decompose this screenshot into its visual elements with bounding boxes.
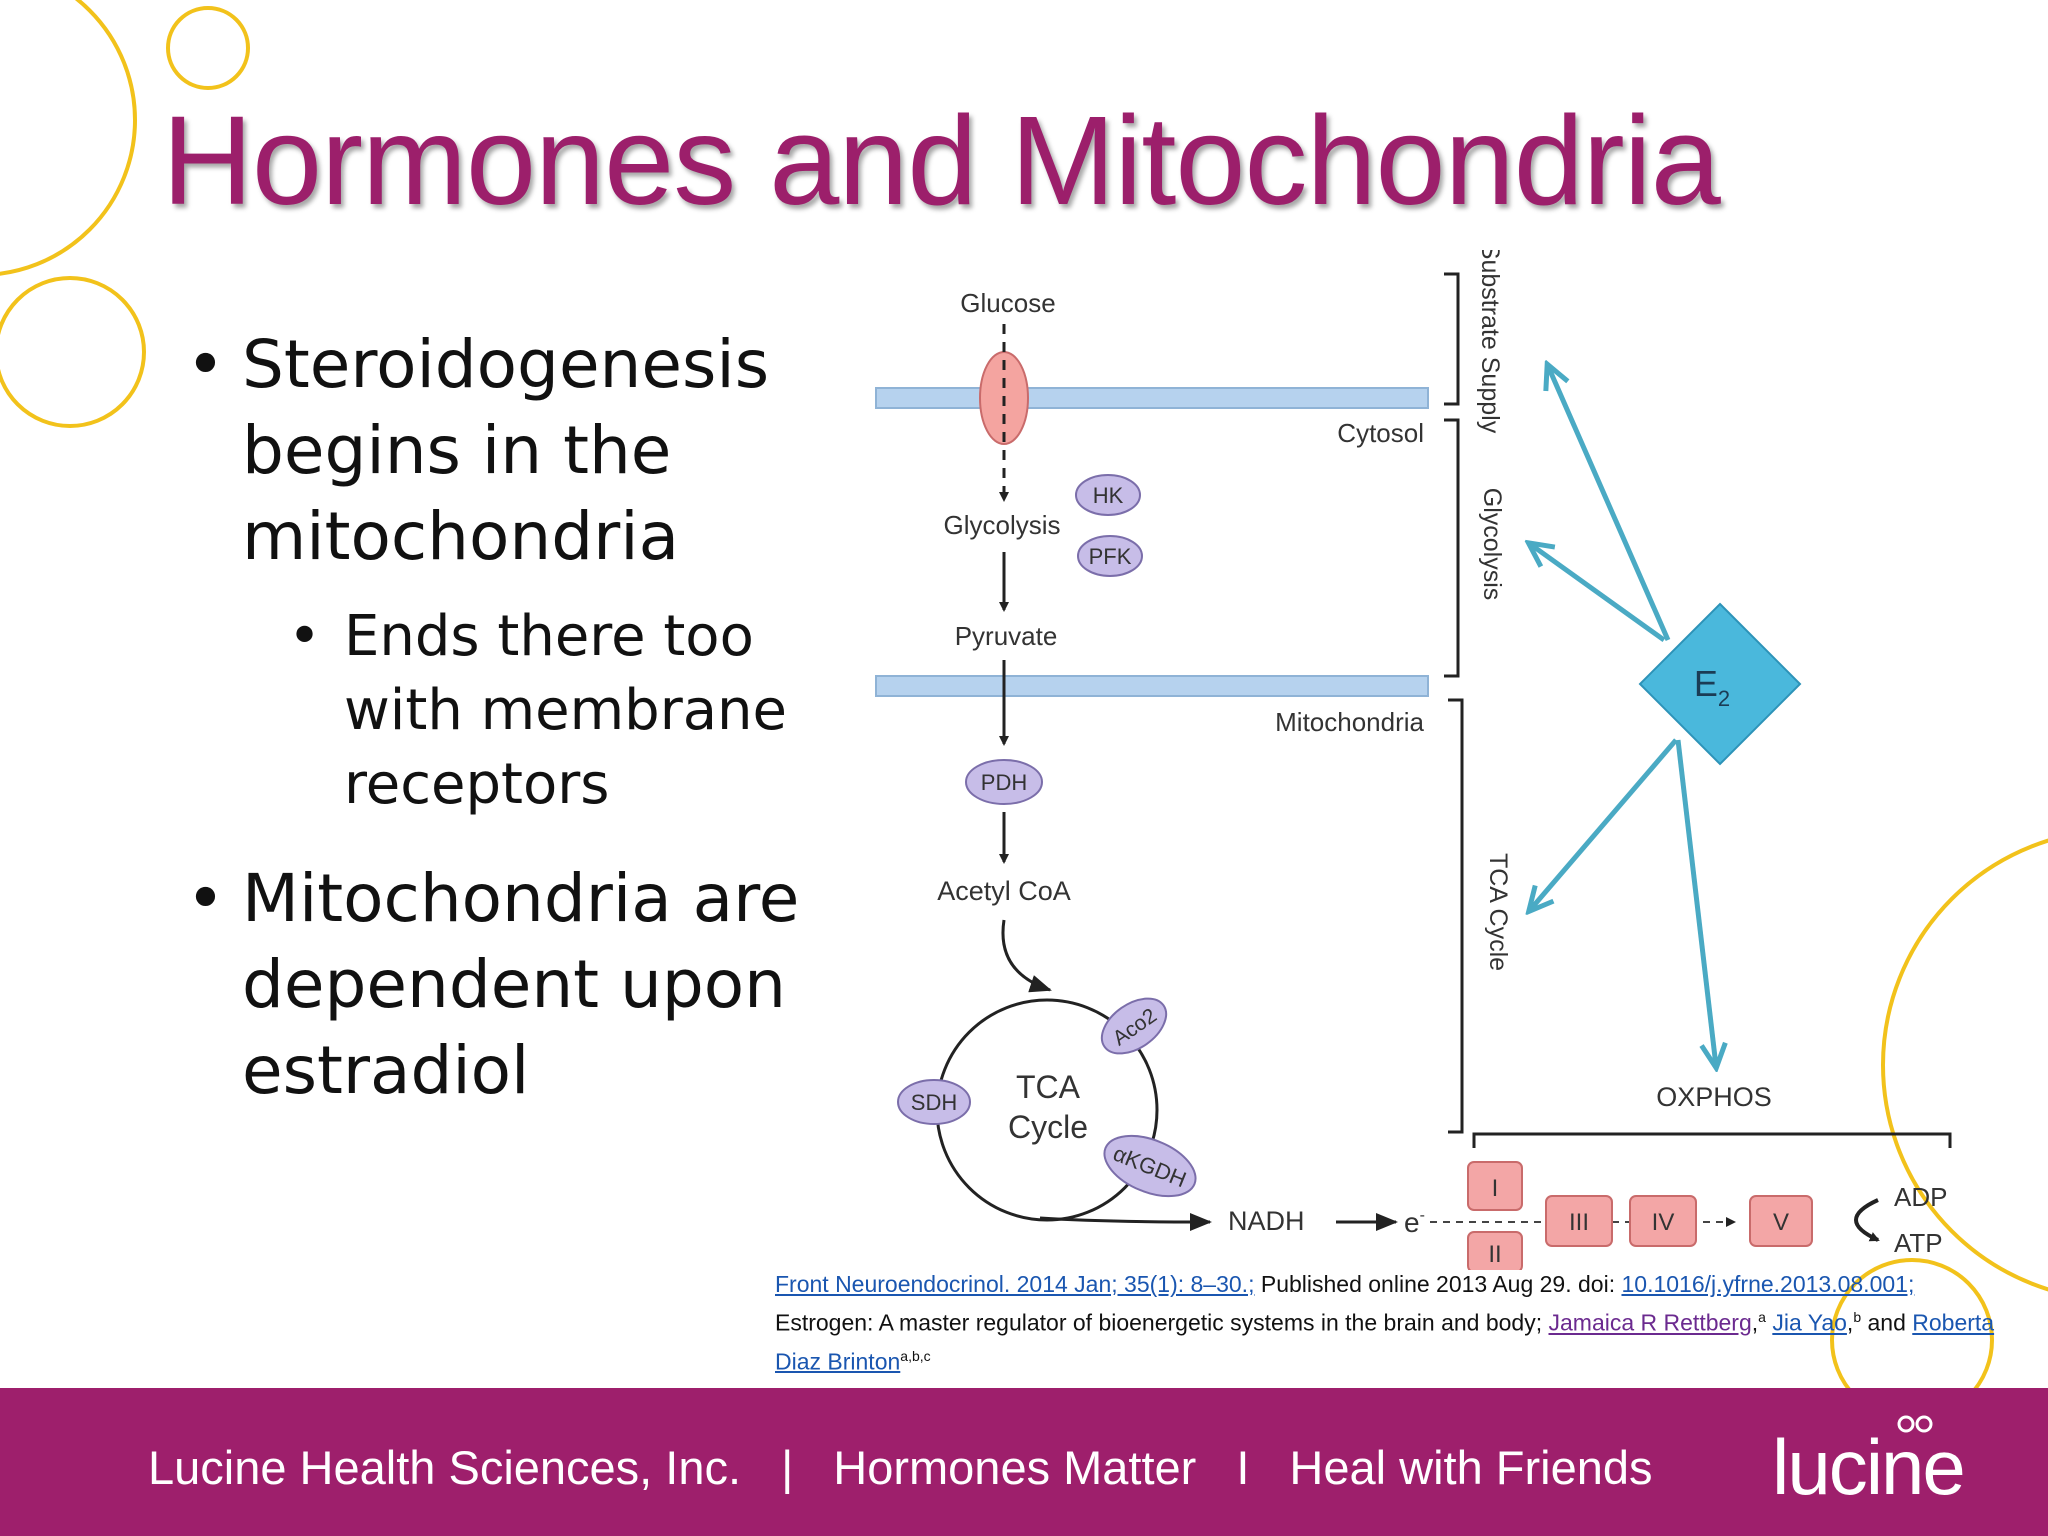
lucine-logo-text: lucine [1772, 1423, 1964, 1511]
complex-i-label: I [1492, 1175, 1499, 1202]
deco-circle-large [0, 0, 137, 276]
electron-label: e- [1404, 1207, 1425, 1238]
citation: Front Neuroendocrinol. 2014 Jan; 35(1): … [775, 1271, 1995, 1375]
bullet-list: Steroidogenesis begins in the mitochondr… [186, 322, 826, 1114]
footer-separator-2: I [1236, 1441, 1250, 1494]
e2-arrow-glycolysis [1530, 544, 1666, 643]
author-yao-sup: b [1853, 1309, 1862, 1325]
lucine-logo: lucine [1772, 1415, 1966, 1511]
author-brinton-link[interactable]: Roberta Diaz Brinton [775, 1309, 1995, 1375]
author-brinton-sup: a,b,c [900, 1347, 931, 1364]
e2-arrow-substrate [1548, 366, 1671, 642]
atp-label: ATP [1894, 1228, 1943, 1258]
bracket-oxphos [1472, 1132, 1952, 1148]
e2-arrow-tca [1530, 738, 1678, 910]
published-text: Published online 2013 Aug 29. doi: [1254, 1271, 1622, 1297]
sdh-label: SDH [911, 1090, 957, 1115]
complex-ii-label: II [1488, 1241, 1501, 1268]
deco-circle-small-top [166, 6, 250, 90]
bullet-estradiol-dependence: Mitochondria are dependent upon estradio… [186, 856, 826, 1114]
footer-company: Lucine Health Sciences, Inc. [148, 1441, 742, 1494]
complex-ii: II [1467, 1231, 1523, 1270]
glycolysis-bracket-label: Glycolysis [1478, 488, 1506, 601]
logo-dot-1 [1897, 1415, 1915, 1433]
and-text: and [1861, 1309, 1913, 1336]
tca-label-line2: Cycle [1008, 1109, 1088, 1145]
author-yao-link[interactable]: Jia Yao [1772, 1309, 1847, 1336]
doi-link[interactable]: 10.1016/j.yfrne.2013.08.001; [1621, 1271, 1915, 1297]
adp-atp-curved-arrow [1854, 1198, 1880, 1242]
bioenergetics-diagram: Glucose Cytosol Glycolysis Pyruvate Mito… [875, 250, 1952, 1270]
pfk-enzyme: PFK [1077, 535, 1143, 577]
tca-bracket-label: TCA Cycle [1484, 853, 1512, 971]
sub-bullet-membrane-receptors: Ends there too with membrane receptors [288, 600, 826, 822]
footer-text: Lucine Health Sciences, Inc. | Hormones Ma… [148, 1440, 1653, 1495]
akgdh-enzyme: αKGDH [1103, 1134, 1197, 1198]
author-rettberg-link[interactable]: Jamaica R Rettberg [1548, 1309, 1752, 1336]
pfk-label: PFK [1089, 544, 1132, 569]
sdh-enzyme: SDH [897, 1079, 971, 1125]
complex-v-label: V [1773, 1209, 1789, 1236]
e2-label: E2 [1694, 663, 1730, 711]
adp-label: ADP [1894, 1182, 1947, 1212]
acetyl-coa-label: Acetyl CoA [937, 876, 1071, 906]
substrate-supply-label: Substrate Supply [1476, 250, 1504, 434]
journal-link[interactable]: Front Neuroendocrinol. 2014 Jan; 35(1): … [775, 1271, 1255, 1297]
slide-title: Hormones and Mitochondria [162, 90, 1721, 231]
complex-iv: IV [1629, 1195, 1697, 1247]
bracket-glycolysis [1444, 418, 1460, 678]
complex-i: I [1467, 1161, 1523, 1211]
footer-tagline-heal: Heal with Friends [1289, 1441, 1653, 1494]
author-rettberg-sup: a [1758, 1309, 1766, 1325]
deco-circle-left [0, 276, 146, 428]
footer-tagline-hormones: Hormones Matter [833, 1441, 1197, 1494]
complex-iii: III [1545, 1195, 1613, 1247]
complex-v: V [1749, 1195, 1813, 1247]
cytosol-membrane [875, 387, 1429, 409]
logo-dot-2 [1915, 1415, 1933, 1433]
glucose-label: Glucose [960, 288, 1055, 318]
mitochondria-label: Mitochondria [1275, 707, 1424, 737]
acetylcoa-arrow [1001, 919, 1052, 993]
pyruvate-label: Pyruvate [955, 621, 1058, 651]
complex-iv-label: IV [1652, 1209, 1675, 1236]
pdh-enzyme: PDH [965, 759, 1043, 805]
tca-label-line1: TCA [1016, 1069, 1081, 1105]
pdh-label: PDH [981, 770, 1027, 795]
footer-separator-1: | [781, 1441, 794, 1494]
footer-bar [0, 1388, 2048, 1536]
e2-arrow-oxphos [1675, 739, 1716, 1066]
hk-enzyme: HK [1075, 474, 1141, 516]
bracket-substrate-supply [1444, 272, 1460, 406]
complex-iii-label: III [1569, 1209, 1589, 1236]
nadh-arrow [1039, 1212, 1212, 1231]
bracket-tca-cycle [1448, 698, 1464, 1134]
aco2-enzyme: Aco2 [1100, 997, 1168, 1055]
cytosol-label: Cytosol [1337, 418, 1424, 448]
hk-label: HK [1093, 483, 1124, 508]
article-title: Estrogen: A master regulator of bioenerg… [775, 1309, 1549, 1336]
deco-circle-right [1881, 838, 2048, 1292]
mitochondria-membrane [875, 675, 1429, 697]
nadh-label: NADH [1228, 1206, 1305, 1236]
estradiol-node: E2 [1638, 602, 1802, 766]
glycolysis-label: Glycolysis [943, 510, 1060, 540]
oxphos-label: OXPHOS [1656, 1082, 1772, 1112]
bullet-steroidogenesis: Steroidogenesis begins in the mitochondr… [186, 322, 826, 580]
